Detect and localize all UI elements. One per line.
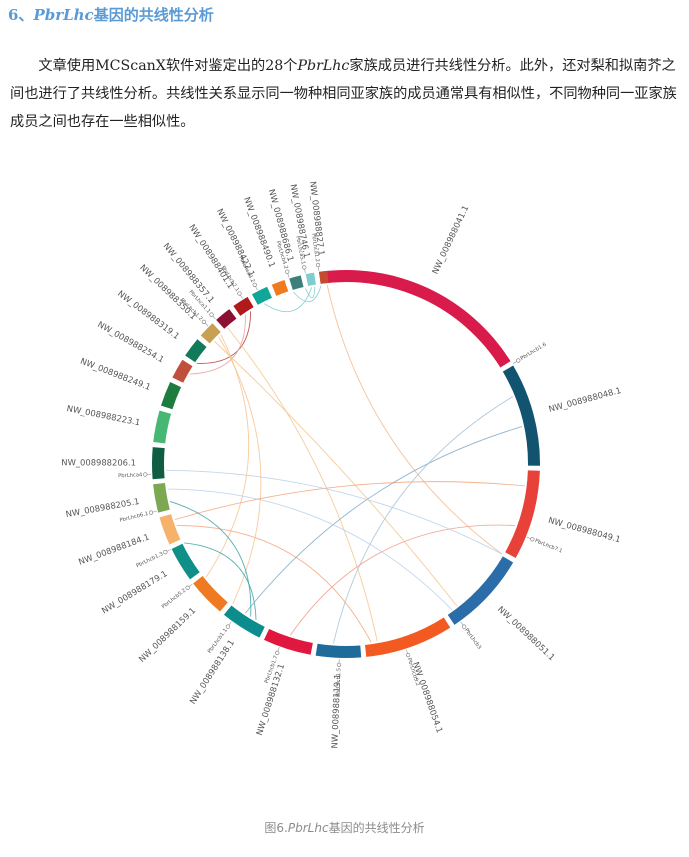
heading-suffix: 基因的共线性分析 — [93, 6, 214, 24]
segment-label: NW_008988051.1 — [496, 604, 557, 662]
collinearity-link — [290, 524, 516, 636]
segment-NW_008988132.1 — [264, 628, 313, 655]
segment-NW_008988051.1 — [447, 556, 514, 625]
collinearity-link — [174, 481, 525, 521]
caption-suffix: 基因的共线性分析 — [328, 821, 425, 835]
segment-label: NW_008988249.1 — [79, 356, 152, 392]
gene-marker — [285, 269, 290, 274]
gene-marker — [462, 624, 467, 629]
segment-NW_008988048.1 — [502, 365, 540, 466]
segment-NW_008988179.1 — [171, 543, 200, 580]
gene-label: PbrLhca1.2 — [310, 233, 320, 263]
gene-label: PbrLhcb6.1 — [119, 511, 149, 524]
collinearity-link — [227, 327, 378, 642]
segment-NW_008988223.1 — [153, 410, 172, 444]
caption-gene-name: PbrLhc — [287, 821, 329, 835]
gene-marker — [252, 282, 257, 288]
segment-label: NW_008988179.1 — [100, 568, 169, 615]
collinearity-links — [166, 284, 525, 644]
gene-marker — [530, 537, 535, 542]
collinearity-link — [326, 284, 503, 555]
gene-marker — [225, 624, 230, 629]
segment-NW_008988205.1 — [153, 483, 170, 513]
segment-NW_008988350.1 — [200, 323, 221, 344]
segment-NW_008988746.1 — [305, 272, 316, 286]
segment-NW_008988686.1 — [289, 275, 304, 290]
segment-label: NW_008988048.1 — [547, 385, 622, 414]
collinearity-link — [167, 488, 453, 610]
gene-label: PbrLhca5.1 — [294, 236, 306, 266]
segment-NW_008988490.1 — [271, 280, 289, 296]
gene-marker — [336, 662, 342, 667]
gene-marker — [302, 265, 307, 270]
gene-marker — [148, 510, 154, 515]
collinearity-link — [166, 469, 503, 555]
collinearity-link — [305, 286, 316, 299]
collinearity-link — [176, 525, 372, 643]
segment-NW_008988401.1 — [233, 296, 254, 316]
segment-label: NW_008988159.1 — [137, 605, 198, 664]
section-heading: 6、PbrLhc基因的共线性分析 — [8, 4, 214, 25]
segment-NW_008988159.1 — [193, 576, 228, 612]
paragraph-part-1: 文章使用MCScanX软件对鉴定出的28个 — [38, 58, 298, 74]
segment-label: NW_008988119.1 — [329, 674, 342, 749]
collinearity-link — [169, 500, 252, 617]
gene-marker — [406, 653, 411, 658]
paragraph-part-2: 家族成员进行共线性分析。此外，还对梨和拟南芥之间也进行了共线性分析。共线性关系显… — [10, 58, 677, 130]
gene-label: PbrLhcb1.6 — [520, 342, 548, 362]
gene-label: PbrLhcb3 — [463, 628, 482, 651]
caption-prefix: 图6. — [264, 821, 288, 835]
collinearity-link — [264, 287, 313, 313]
gene-marker — [163, 550, 168, 555]
heading-prefix: 6、 — [8, 6, 34, 24]
segment-NW_008988249.1 — [160, 382, 182, 410]
collinearity-link — [184, 542, 257, 620]
gene-marker — [185, 585, 190, 590]
body-paragraph: 文章使用MCScanX软件对鉴定出的28个PbrLhc家族成员进行共线性分析。此… — [10, 52, 686, 136]
gene-label: PbrLhcb1.5 — [335, 668, 342, 697]
gene-label: PbrLhca4 — [118, 472, 143, 479]
figure-caption: 图6.PbrLhc基因的共线性分析 — [0, 819, 689, 836]
gene-marker — [143, 472, 148, 477]
segment-label: NW_008988041.1 — [430, 204, 471, 276]
segment-NW_008988119.1 — [315, 643, 362, 658]
collinearity-circos-diagram: PbrLhcb1.6PbrLhcb7.1PbrLhcb3PbrLhcb5.2Pb… — [61, 181, 622, 749]
segment-NW_008988054.1 — [365, 617, 451, 657]
gene-marker — [209, 312, 214, 317]
collinearity-link — [293, 285, 322, 302]
gene-label: PbrLhcb7.1 — [534, 538, 563, 554]
heading-gene-name: PbrLhc — [33, 6, 94, 24]
segment-NW_008988422.1 — [251, 286, 272, 305]
segment-NW_008988357.1 — [216, 309, 237, 329]
paragraph-gene-name: PbrLhc — [297, 58, 350, 74]
segment-NW_008988184.1 — [159, 514, 181, 545]
collinearity-link — [244, 426, 523, 614]
segment-NW_008988206.1 — [152, 447, 165, 480]
collinearity-link — [214, 340, 458, 607]
chromosome-segments — [152, 270, 540, 658]
segment-NW_008988319.1 — [185, 339, 207, 363]
collinearity-link — [333, 396, 514, 644]
gene-marker — [315, 262, 321, 268]
segment-NW_008988041.1 — [319, 270, 511, 368]
segment-NW_008988254.1 — [172, 359, 193, 383]
segment-NW_008988138.1 — [223, 605, 265, 638]
segment-label: NW_008988206.1 — [61, 457, 136, 467]
segment-NW_008988827.1 — [319, 270, 329, 284]
segment-label: NW_008988223.1 — [66, 403, 141, 427]
gene-marker — [275, 650, 280, 655]
collinearity-link — [218, 336, 262, 605]
gene-label: PbrLhcb1.3 — [135, 551, 164, 569]
segment-label: NW_008988054.1 — [411, 660, 445, 734]
gene-marker — [201, 319, 206, 324]
gene-marker — [237, 291, 242, 296]
collinearity-link — [205, 334, 250, 578]
gene-marker — [516, 358, 521, 363]
gene-label: PbrLhcb5.2 — [161, 588, 188, 611]
segment-label: NW_008988049.1 — [547, 515, 622, 545]
segment-NW_008988049.1 — [505, 470, 540, 559]
